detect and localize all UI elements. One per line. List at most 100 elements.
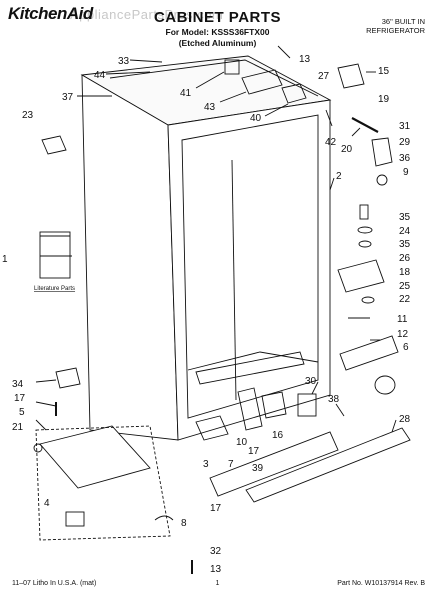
grille-panel-39 bbox=[209, 431, 339, 497]
callout-17-left: 17 bbox=[14, 393, 26, 404]
hinge-cap-35 bbox=[359, 204, 369, 220]
callout-12: 12 bbox=[397, 329, 409, 340]
bracket-16 bbox=[261, 391, 287, 419]
callout-17-bottom: 17 bbox=[210, 503, 222, 514]
leveler-4 bbox=[65, 511, 85, 527]
callout-6: 6 bbox=[403, 342, 409, 353]
footer-page-number: 1 bbox=[215, 580, 220, 587]
washer-9 bbox=[376, 174, 388, 186]
callout-4: 4 bbox=[44, 498, 50, 509]
leader-2 bbox=[329, 177, 335, 191]
leader-34 bbox=[35, 379, 57, 383]
finish-line: (Etched Aluminum) bbox=[178, 38, 257, 48]
wheel-6 bbox=[374, 375, 396, 395]
brand-logo: KitchenAid bbox=[8, 4, 93, 23]
callout-37: 37 bbox=[62, 92, 74, 103]
callout-44: 44 bbox=[94, 70, 106, 81]
screw-21 bbox=[33, 443, 43, 453]
callout-9: 9 bbox=[403, 167, 409, 178]
callout-43: 43 bbox=[204, 102, 216, 113]
leader-30 bbox=[311, 381, 319, 395]
callout-15: 15 bbox=[378, 66, 390, 77]
leader-38 bbox=[335, 403, 345, 417]
callout-21: 21 bbox=[12, 422, 24, 433]
literature-booklet bbox=[39, 231, 71, 279]
callout-23: 23 bbox=[22, 110, 34, 121]
callout-40: 40 bbox=[250, 113, 262, 124]
literature-label: Literature Parts bbox=[34, 286, 75, 292]
bushing-24 bbox=[357, 226, 373, 234]
callout-16: 16 bbox=[272, 430, 284, 441]
leader-5 bbox=[35, 419, 47, 431]
callout-27: 27 bbox=[318, 71, 330, 82]
callout-42: 42 bbox=[325, 137, 337, 148]
callout-35-top: 35 bbox=[399, 212, 411, 223]
callout-33: 33 bbox=[118, 56, 130, 67]
leader-17-left bbox=[35, 401, 57, 407]
callout-20: 20 bbox=[341, 144, 353, 155]
callout-32: 32 bbox=[210, 546, 222, 557]
leader-42 bbox=[325, 109, 333, 127]
toe-grille-28 bbox=[245, 427, 411, 503]
cabinet-opening bbox=[181, 114, 319, 419]
top-hinge-bracket bbox=[281, 83, 307, 104]
footer-part-number: Part No. W10137914 Rev. B bbox=[337, 580, 425, 587]
callout-41: 41 bbox=[180, 88, 192, 99]
bracket-30 bbox=[297, 393, 317, 417]
cabinet-left-side bbox=[81, 74, 179, 441]
washer-35 bbox=[358, 240, 372, 248]
leader-41 bbox=[195, 71, 225, 89]
callout-31: 31 bbox=[399, 121, 411, 132]
callout-13-bottom: 13 bbox=[210, 564, 222, 575]
watermark: AppliancePartsPros.com bbox=[70, 7, 224, 22]
callout-7: 7 bbox=[228, 459, 234, 470]
callout-3: 3 bbox=[203, 459, 209, 470]
dashed-base-outline bbox=[35, 425, 171, 541]
hinge-bracket-15 bbox=[337, 63, 365, 89]
callout-39: 39 bbox=[252, 463, 264, 474]
top-bracket-41 bbox=[224, 59, 240, 75]
drain-pan-3 bbox=[195, 415, 229, 441]
callout-25: 25 bbox=[399, 281, 411, 292]
callout-36: 36 bbox=[399, 153, 411, 164]
mount-bracket-34 bbox=[55, 367, 81, 389]
callout-13-top: 13 bbox=[299, 54, 311, 65]
leader-13-top bbox=[277, 45, 291, 59]
callout-10: 10 bbox=[236, 437, 248, 448]
lower-hinge-18 bbox=[337, 259, 385, 293]
leveling-base-5 bbox=[39, 425, 151, 489]
cabinet-floor bbox=[187, 351, 319, 371]
callout-11: 11 bbox=[397, 314, 408, 325]
callout-5: 5 bbox=[19, 407, 25, 418]
callout-8: 8 bbox=[181, 518, 187, 529]
callout-38: 38 bbox=[328, 394, 340, 405]
product-type-line1: 36" BUILT IN bbox=[381, 17, 425, 26]
leader-40 bbox=[264, 103, 289, 117]
page-title: CABINET PARTS bbox=[153, 9, 282, 26]
clip-8 bbox=[154, 515, 174, 521]
callout-18: 18 bbox=[399, 267, 411, 278]
callout-22: 22 bbox=[399, 294, 411, 305]
callout-34: 34 bbox=[12, 379, 24, 390]
leader-20 bbox=[351, 127, 361, 137]
callout-2: 2 bbox=[336, 171, 342, 182]
callout-29: 29 bbox=[399, 137, 411, 148]
roller-assembly-12 bbox=[339, 335, 399, 371]
product-type-line2: REFRIGERATOR bbox=[366, 26, 425, 35]
rail-10 bbox=[237, 387, 263, 431]
leader-43 bbox=[219, 91, 247, 103]
callout-26: 26 bbox=[399, 253, 411, 264]
roller-rail bbox=[195, 351, 305, 385]
callout-19: 19 bbox=[378, 94, 390, 105]
callout-35-bottom: 35 bbox=[399, 239, 411, 250]
callout-1: 1 bbox=[2, 254, 8, 265]
top-bracket-43 bbox=[241, 69, 283, 95]
callout-24: 24 bbox=[399, 226, 411, 237]
leader-44 bbox=[105, 71, 151, 75]
top-edge-strip bbox=[109, 59, 319, 97]
hinge-pin-20 bbox=[351, 117, 379, 133]
bracket-23 bbox=[41, 135, 67, 155]
callout-17-mid: 17 bbox=[248, 446, 260, 457]
